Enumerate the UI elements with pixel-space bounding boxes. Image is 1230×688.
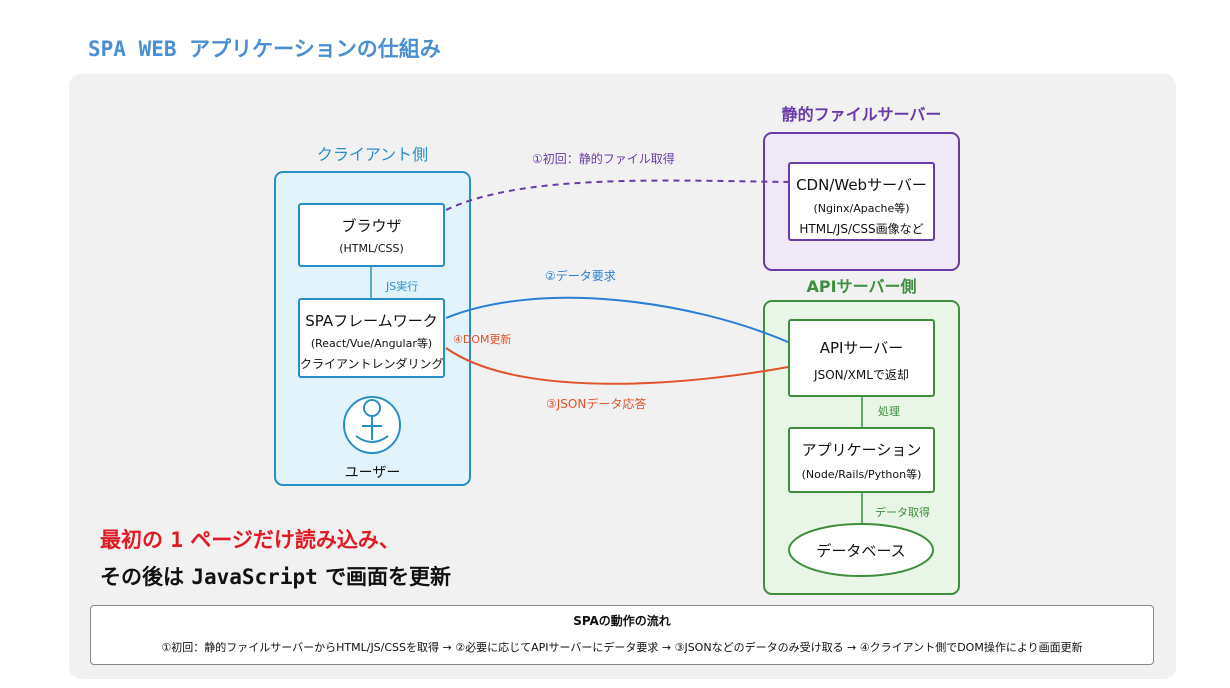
- api-server-box: APIサーバー JSON/XMLで返却: [788, 319, 935, 397]
- browser-subtitle: (HTML/CSS): [339, 242, 404, 255]
- flow-summary-title: SPAの動作の流れ: [573, 614, 671, 628]
- static-group-label: 静的ファイルサーバー: [781, 105, 942, 124]
- spa-framework-title: SPAフレームワーク: [305, 312, 438, 330]
- cdn-server-box: CDN/Webサーバー (Nginx/Apache等) HTML/JS/CSS画…: [788, 162, 935, 241]
- diagram-panel: [69, 74, 1176, 679]
- edge-label-data-request: ②データ要求: [545, 269, 616, 283]
- cdn-server-title: CDN/Webサーバー: [796, 176, 927, 194]
- application-title: アプリケーション: [801, 441, 922, 459]
- api-group-label: APIサーバー側: [806, 277, 917, 296]
- user-label: ユーザー: [344, 465, 401, 481]
- emphasis-line-2-a: その後は: [100, 565, 184, 589]
- edge-data-request: [445, 296, 789, 343]
- api-server-title: APIサーバー: [819, 339, 904, 357]
- browser-title: ブラウザ: [341, 217, 402, 235]
- spa-framework-note: クライアントレンダリング: [300, 357, 444, 371]
- emphasis-line-1-a: 最初の: [100, 528, 163, 552]
- database-shape: [788, 523, 934, 577]
- spa-framework-subtitle: (React/Vue/Angular等): [310, 337, 433, 350]
- cdn-server-note: HTML/JS/CSS画像など: [799, 222, 924, 236]
- edge-static-fetch: [445, 179, 789, 211]
- cdn-server-subtitle: (Nginx/Apache等): [813, 202, 910, 215]
- user-icon: [343, 396, 401, 454]
- emphasis-line-2: その後は JavaScript で画面を更新: [100, 561, 451, 591]
- emphasis-line-1-number: 1: [170, 528, 183, 552]
- edge-label-static-fetch: ①初回：静的ファイル取得: [532, 152, 675, 166]
- page-title: SPA WEB アプリケーションの仕組み: [88, 37, 441, 61]
- edge-json-response: [445, 347, 789, 385]
- api-server-subtitle: JSON/XMLで返却: [814, 368, 909, 382]
- process-label: 処理: [878, 405, 900, 418]
- application-subtitle: (Node/Rails/Python等): [801, 468, 922, 481]
- emphasis-line-2-code: JavaScript: [191, 565, 318, 589]
- client-group-label: クライアント側: [316, 145, 429, 164]
- application-box: アプリケーション (Node/Rails/Python等): [788, 427, 935, 493]
- database-label: データベース: [816, 542, 906, 560]
- emphasis-line-1: 最初の 1 ページだけ読み込み、: [100, 524, 400, 554]
- data-fetch-label: データ取得: [875, 506, 930, 519]
- spa-framework-box: SPAフレームワーク (React/Vue/Angular等) クライアントレン…: [298, 298, 445, 378]
- browser-box: ブラウザ (HTML/CSS): [298, 203, 445, 267]
- emphasis-line-2-b: で画面を更新: [325, 565, 452, 589]
- js-exec-label: JS実行: [386, 280, 419, 293]
- edge-label-json-response: ③JSONデータ応答: [546, 397, 647, 411]
- flow-summary-box: SPAの動作の流れ ①初回：静的ファイルサーバーからHTML/JS/CSSを取得…: [90, 605, 1154, 665]
- emphasis-line-1-b: ページだけ読み込み、: [190, 528, 400, 552]
- edge-label-dom-update: ④DOM更新: [453, 333, 512, 346]
- flow-summary-text: ①初回：静的ファイルサーバーからHTML/JS/CSSを取得 → ②必要に応じて…: [161, 641, 1083, 654]
